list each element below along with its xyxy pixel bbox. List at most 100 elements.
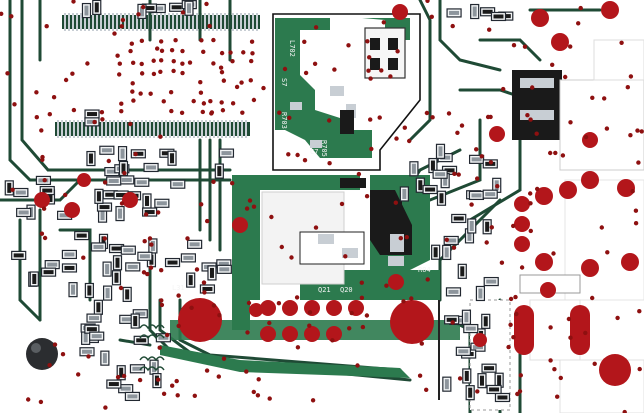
smd-pad [489,387,500,392]
via [528,117,533,122]
smd-pad [132,366,143,371]
smd-pad [64,265,75,270]
via [151,71,157,77]
pad [260,326,276,342]
via [161,391,167,396]
smd-pad [330,86,344,96]
via [525,113,530,118]
via [528,201,533,206]
via [141,4,146,10]
via [158,134,163,139]
via [514,311,519,317]
connector-pin [117,120,119,138]
board-edge-line [438,300,440,400]
connector-pin [236,13,238,31]
via [85,61,90,66]
via [42,178,47,183]
via [5,71,10,76]
via [100,117,105,122]
via [552,367,557,372]
via [128,48,133,54]
copper-pour [160,345,410,378]
smd-pad [430,160,435,171]
connector-pin [256,13,258,31]
via [71,107,77,113]
via [619,40,624,45]
via [201,49,206,55]
via [201,280,207,285]
smd-pad [86,119,97,124]
silkscreen-labels: L702 S7 R703 R705 C7 C3 Q21 Q20 R04 L31 [172,28,431,294]
via [81,255,86,260]
via [219,50,225,56]
silk-label: L31 [172,284,185,292]
smd-pad [88,153,93,164]
smd-pad [425,187,436,192]
connector-pin [184,13,186,31]
via [583,330,588,336]
smd-pad [471,193,482,198]
connector-pin [136,13,138,31]
large-pad [473,333,487,347]
trace [408,0,432,142]
via [141,270,147,275]
connector-pin [116,13,118,31]
connector-pin [221,120,223,138]
smd-pad [444,247,449,258]
connector-pin [68,13,70,31]
via [630,189,635,194]
via [303,70,309,76]
smd-pad [114,272,119,283]
via [180,10,186,15]
large-pad [617,179,635,197]
connector-pin [77,120,79,138]
via [70,71,75,76]
connector-pin [241,120,243,138]
via [129,41,135,46]
via [244,369,249,374]
smd-pad [161,151,172,156]
via [339,201,345,207]
smd-pad [217,166,222,177]
smd-pad [483,316,488,327]
smd-pad [183,255,194,260]
via [590,295,595,301]
via [204,1,209,7]
via [639,129,644,134]
via [563,74,568,80]
mounting-hole-highlight [31,343,41,353]
via [446,111,452,116]
pad [282,300,298,316]
smd-pad [172,182,183,187]
large-pad [570,305,590,355]
via [219,100,224,105]
trace [148,248,172,352]
smd-pad [87,285,92,296]
smd-pad [453,216,464,221]
via [218,65,224,70]
connector-pin [224,13,226,31]
connector-pin [89,120,91,138]
via [349,310,354,316]
smd-pad [89,316,100,321]
smd-pad [121,177,132,182]
large-pad [531,9,549,27]
large-pad [582,132,598,148]
connector-pin [212,13,214,31]
via [63,77,69,83]
smd-pad [310,140,322,148]
via [158,69,163,74]
via [327,161,332,166]
smd-pad [83,332,88,343]
smd-pad [105,264,110,275]
via [474,147,479,152]
via [42,235,48,241]
via [307,323,312,328]
smd-pad [486,279,497,284]
via [44,24,49,29]
smd-pad [102,353,107,364]
via [251,389,256,395]
silk-label: C7 [310,148,318,156]
smd-pad [118,208,123,219]
